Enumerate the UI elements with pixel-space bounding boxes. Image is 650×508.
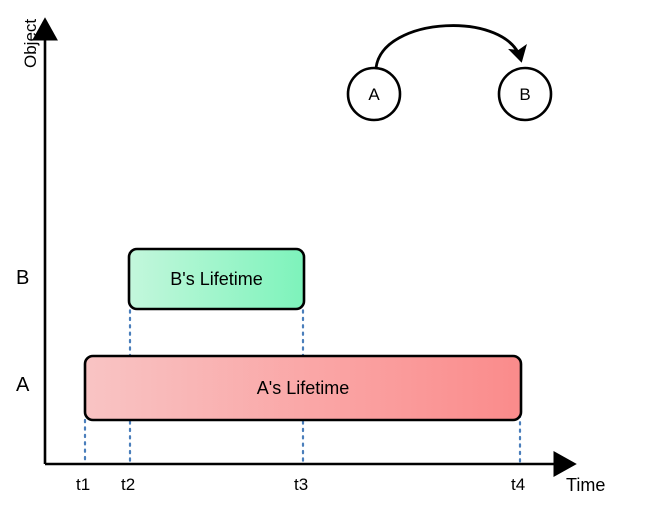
lifetime-bar-a[interactable] [83, 354, 523, 422]
category-label-a: A [16, 374, 30, 396]
x-axis-label: Time [566, 475, 606, 495]
lifetime-bar-a-label: A's Lifetime [256, 378, 350, 398]
lifetime-bar-a-rect[interactable] [83, 354, 523, 422]
lifetime-bar-b-label: B's Lifetime [170, 269, 263, 289]
lifetime-bar-b[interactable] [127, 247, 306, 311]
sequence-node-b-label: B [519, 85, 531, 104]
category-label-b: B [16, 267, 30, 289]
y-axis-label: Object [21, 18, 40, 68]
tick-label-t1: t1 [76, 475, 91, 494]
tick-label-t4: t4 [511, 475, 526, 494]
tick-label-t3: t3 [294, 475, 309, 494]
sequence-edge-a-to-b-arrow [374, 24, 527, 69]
lifetime-bar-b-rect[interactable] [127, 247, 306, 311]
sequence-node-a-circle[interactable] [346, 66, 402, 122]
tick-label-t2: t2 [121, 475, 136, 494]
sequence-node-a-label: A [368, 85, 380, 104]
sequence-node-b-circle[interactable] [497, 66, 553, 122]
sequence-diagram [346, 24, 553, 122]
